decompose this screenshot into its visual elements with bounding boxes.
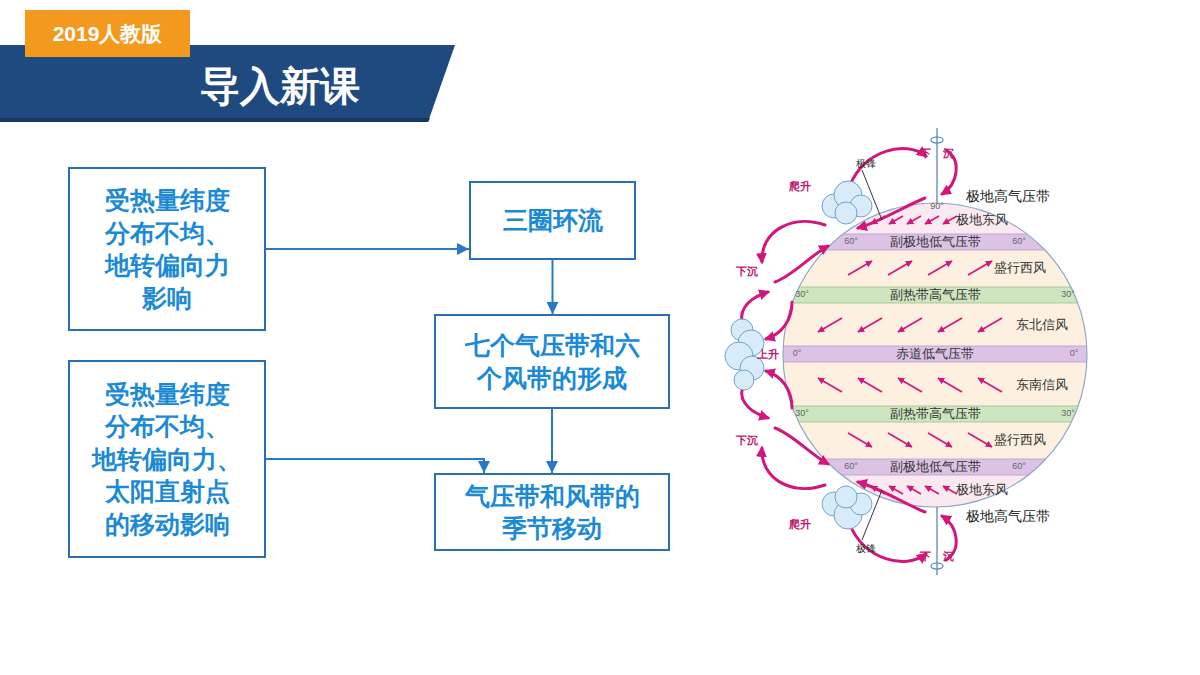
box-text: 七个气压带和六 个风带的形成 [446,329,658,394]
pressure-label: 极地高气压带 [966,189,1050,204]
front-label: 极锋 [856,543,876,554]
circulation-arrow [850,149,926,185]
wind-arrow [889,216,903,224]
wind-arrow [898,378,922,392]
flow-arrow [266,459,484,473]
wind-arrow [938,318,962,332]
latitude-label: 0° [1070,349,1079,359]
wind-arrow [888,261,912,275]
wind-arrow [925,216,939,224]
pressure-label: 副极地低气压带 [890,460,981,474]
circulation-arrow [766,302,792,339]
wind-arrow [938,378,962,392]
wind-arrow [848,261,872,275]
flow-arrow [266,248,469,250]
axis-line [936,128,937,203]
wind-label: 东南信风 [1016,378,1068,392]
latitude-label: 60° [1012,237,1026,247]
front-line [862,170,882,220]
axis-line [936,507,937,575]
latitude-label: 30° [795,290,809,300]
process-box: 三圈环流 [469,181,636,260]
wind-arrow [818,318,842,332]
pressure-label: 极地高气压带 [966,509,1050,524]
front-label: 极锋 [856,158,876,169]
motion-label: 爬升 [789,518,811,530]
edition-tag: 2019人教版 [25,10,190,57]
slide-title: 导入新课 [150,60,410,112]
box-text: 受热量纬度 分布不均、 地转偏向力、 太阳直射点 的移动影响 [80,378,254,541]
pressure-label: 副热带高气压带 [890,288,981,302]
wind-arrow [943,486,957,494]
wind-label: 盛行西风 [994,261,1046,275]
latitude-label: 60° [1012,462,1026,472]
wind-arrow [888,433,912,447]
process-box: 受热量纬度 分布不均、 地转偏向力 影响 [68,167,266,331]
globe-outline [783,203,1087,507]
front-line [862,490,882,540]
wind-arrow [943,216,957,224]
latitude-label: 60° [844,237,858,247]
wind-arrow [818,378,842,392]
wind-arrows [818,216,1002,494]
title-bar-shadow [0,118,430,122]
pressure-label: 副热带高气压带 [890,407,981,421]
wind-arrow [928,433,952,447]
clouds [725,181,872,529]
wind-label: 极地东风 [956,213,1008,227]
high-pressure-band [780,287,1090,303]
pressure-label: 副极地低气压带 [890,235,981,249]
box-text: 三圈环流 [503,204,603,237]
wind-arrow [978,378,1002,392]
wind-arrow [889,486,903,494]
wind-arrow [928,261,952,275]
wind-arrow [968,261,992,275]
wind-arrow [907,216,921,224]
motion-label: 下沉 [736,434,758,446]
wind-arrow [898,318,922,332]
circulation-arrow [775,428,828,464]
wind-arrow [925,486,939,494]
wind-arrow [907,486,921,494]
latitude-label: 30° [795,409,809,419]
flow-arrow [551,409,553,473]
circulation-arrow [766,371,792,408]
latitude-label: 30° [1061,409,1075,419]
process-box: 七个气压带和六 个风带的形成 [434,314,670,409]
process-box: 气压带和风带的 季节移动 [434,473,670,551]
rotation-symbol [931,137,943,143]
latitude-label: 30° [1061,290,1075,300]
cloud [734,370,754,390]
motion-label: 下沉 [908,147,966,159]
wind-arrow [978,318,1002,332]
circulation-arrow [850,525,926,561]
wind-arrow [968,433,992,447]
latitude-label: 60° [844,462,858,472]
polar-front-lines [862,170,882,540]
flow-arrow [552,260,554,314]
low-pressure-band [780,346,1090,362]
motion-label: 下沉 [736,265,758,277]
box-text: 受热量纬度 分布不均、 地转偏向力 影响 [80,184,254,314]
wind-arrow [858,378,882,392]
process-box: 受热量纬度 分布不均、 地转偏向力、 太阳直射点 的移动影响 [68,360,266,558]
latitude-label: 0° [793,349,802,359]
high-pressure-band [780,406,1090,422]
circulation-arrow [775,246,828,282]
pressure-label: 赤道低气压带 [896,347,974,361]
wind-arrow [848,433,872,447]
rotation-symbol [931,563,943,569]
wind-label: 极地东风 [956,483,1008,497]
cloud [835,202,857,224]
box-text: 气压带和风带的 季节移动 [446,480,658,545]
wind-arrow [858,318,882,332]
wind-label: 东北信风 [1016,318,1068,332]
cloud [835,486,857,508]
motion-label: 上升 [757,348,779,360]
wind-label: 盛行西风 [994,433,1046,447]
latitude-label: 90° [930,202,944,212]
motion-label: 下沉 [908,550,966,562]
motion-label: 爬升 [789,180,811,192]
